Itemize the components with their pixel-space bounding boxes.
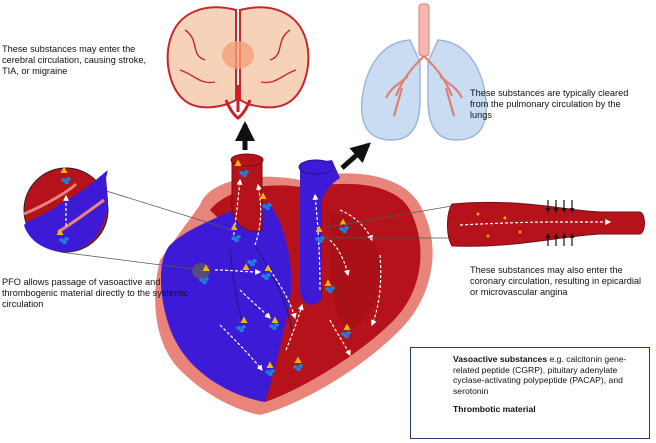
thrombotic-legend-text: Thrombotic material [453,404,643,415]
cerebral-note: These substances may enter the cerebral … [2,44,147,76]
vasoactive-legend-title: Vasoactive substances [453,354,548,364]
brain-illustration [166,6,310,120]
coronary-inset [322,200,645,247]
pfo-note: PFO allows passage of vasoactive and thr… [2,277,189,309]
heart-illustration [155,153,433,415]
legend-box: Vasoactive substances e.g. calcitonin ge… [410,347,650,439]
vasoactive-legend-desc: e.g. calcitonin gene-related peptide (CG… [453,354,627,396]
pulmonary-note: These substances are typically cleared f… [470,88,629,120]
flow-arrows [214,178,382,371]
to-lungs-arrow [340,142,371,170]
vasoactive-legend-text: Vasoactive substances e.g. calcitonin ge… [453,354,643,396]
pfo-inset [23,166,233,271]
coronary-note: These substances may also enter the coro… [470,265,642,297]
lungs-illustration [360,3,488,141]
thrombotic-legend-title: Thrombotic material [453,404,536,414]
